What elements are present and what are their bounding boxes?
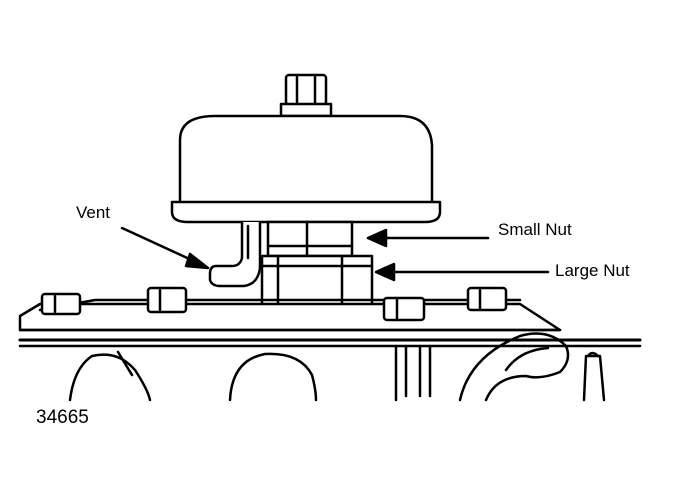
- flange-bolt-right: [466, 286, 508, 312]
- small-nut: [266, 220, 354, 258]
- base-flange: [18, 298, 642, 348]
- large-nut-label: Large Nut: [555, 261, 630, 280]
- vent-arrow: [120, 226, 210, 270]
- flange-bolt-mid-left: [146, 286, 188, 314]
- flange-bolt-left: [40, 292, 82, 316]
- large-nut-arrow: [374, 262, 550, 282]
- vent-label: Vent: [76, 203, 111, 222]
- vent-tube: [208, 220, 262, 288]
- top-hex-bolt: [279, 73, 333, 118]
- large-nut: [260, 254, 374, 312]
- small-nut-label: Small Nut: [498, 220, 572, 239]
- lower-housing: [68, 332, 606, 402]
- small-nut-arrow: [366, 228, 490, 248]
- figure-id: 34665: [36, 407, 89, 428]
- flange-bolt-mid-right: [382, 296, 426, 322]
- dome-cap: [170, 114, 442, 224]
